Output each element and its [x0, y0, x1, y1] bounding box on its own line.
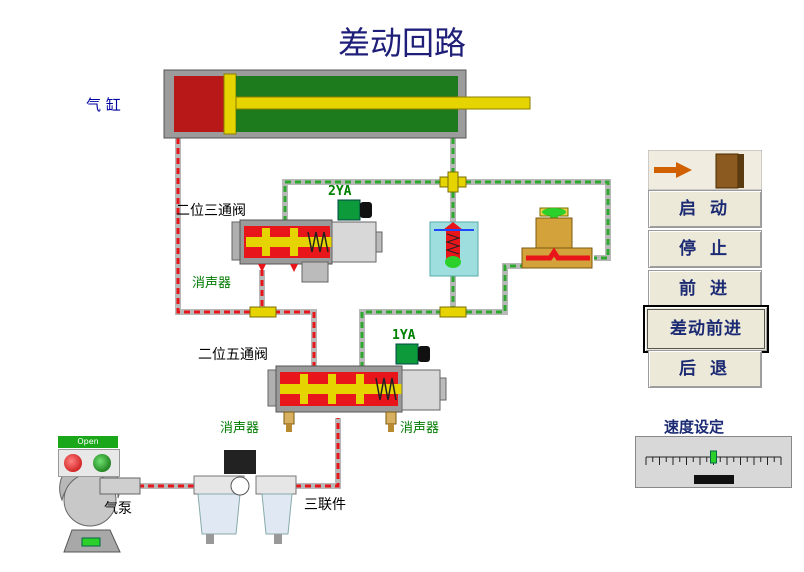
red-indicator-lamp[interactable] [64, 454, 82, 472]
valve-3-way-label: 二位三通阀 [176, 203, 246, 219]
valve-5-way-label: 二位五通阀 [198, 347, 268, 363]
backward-button[interactable]: 后 退 [648, 350, 762, 388]
throttle-valve [521, 207, 593, 269]
pipe-network [118, 138, 611, 489]
exit-door-icon[interactable] [648, 150, 762, 190]
muffler-left-label: 消声器 [220, 421, 260, 436]
muffler-right-label: 消声器 [400, 421, 440, 436]
pump-label: 气泵 [104, 501, 132, 517]
frl-label: 三联件 [304, 497, 346, 513]
green-indicator-lamp[interactable] [93, 454, 111, 472]
speed-value-readout [694, 475, 734, 484]
pump-open-button[interactable]: Open [58, 436, 118, 448]
start-button[interactable]: 启 动 [648, 190, 762, 228]
cylinder [163, 69, 531, 139]
forward-button[interactable]: 前 进 [648, 270, 762, 308]
speed-setting-title: 速度设定 [664, 418, 725, 436]
valve-5-way [267, 343, 447, 432]
solenoid-1ya-label: 1YA [392, 328, 416, 343]
pump-lamp-panel [58, 449, 120, 477]
check-valve [429, 221, 479, 277]
muffler-top-label: 消声器 [192, 276, 232, 291]
speed-slider-thumb [710, 450, 717, 464]
differential-forward-button[interactable]: 差动前进 [643, 305, 769, 353]
cylinder-label: 气 缸 [86, 96, 121, 114]
solenoid-2ya-label: 2YA [328, 184, 352, 199]
frl-unit [193, 450, 297, 544]
speed-slider[interactable] [636, 437, 791, 487]
valve-3-way [231, 199, 383, 283]
page-title: 差动回路 [337, 24, 466, 62]
stop-button[interactable]: 停 止 [648, 230, 762, 268]
speed-slider-panel [635, 436, 792, 488]
